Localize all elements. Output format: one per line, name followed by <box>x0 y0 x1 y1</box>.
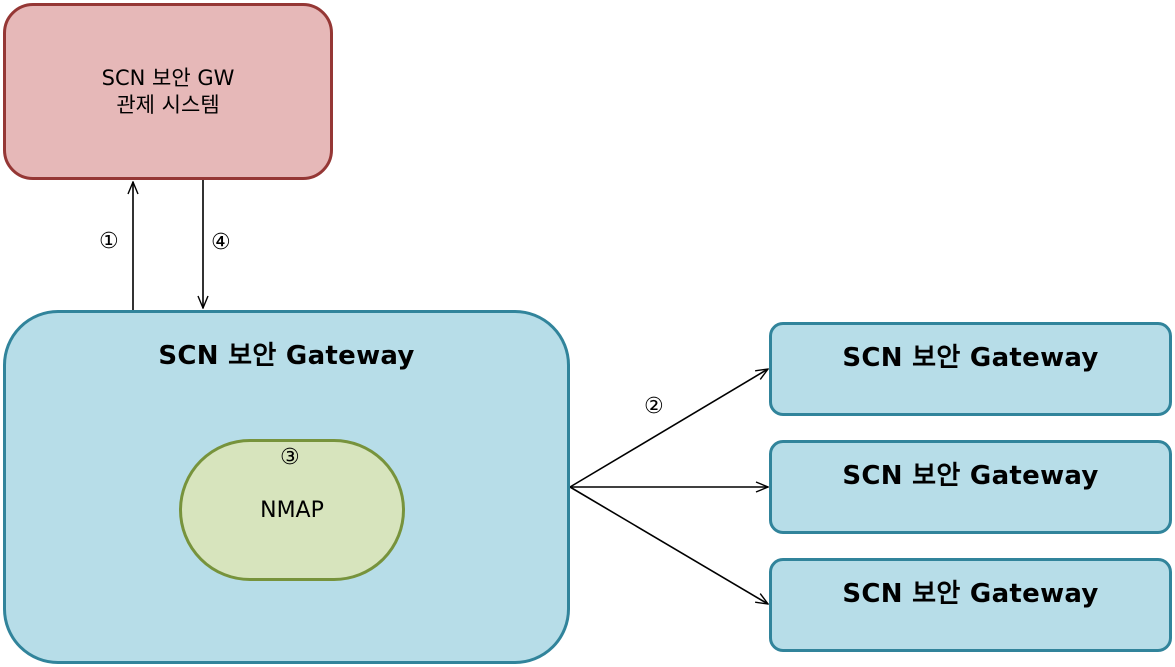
peer-gateway-box-1: SCN 보안 Gateway <box>769 322 1172 416</box>
peer-gateway-title: SCN 보안 Gateway <box>842 579 1099 609</box>
control-system-box: SCN 보안 GW 관제 시스템 <box>3 3 333 180</box>
arrow-to-peer-3 <box>569 486 768 604</box>
nmap-node: NMAP <box>179 439 405 581</box>
nmap-label: NMAP <box>260 497 324 523</box>
arrow-to-peer-1 <box>569 369 768 488</box>
peer-gateway-title: SCN 보안 Gateway <box>842 461 1099 491</box>
main-gateway-title: SCN 보안 Gateway <box>158 341 415 371</box>
step-1-marker: ① <box>99 229 119 254</box>
peer-gateway-box-3: SCN 보안 Gateway <box>769 558 1172 652</box>
control-system-title: SCN 보안 GW <box>101 65 235 90</box>
peer-gateway-box-2: SCN 보안 Gateway <box>769 440 1172 534</box>
peer-gateway-title: SCN 보안 Gateway <box>842 343 1099 373</box>
step-4-marker: ④ <box>211 230 231 255</box>
step-2-marker: ② <box>644 394 664 419</box>
control-system-subtitle: 관제 시스템 <box>116 92 220 117</box>
step-3-marker: ③ <box>280 445 300 470</box>
